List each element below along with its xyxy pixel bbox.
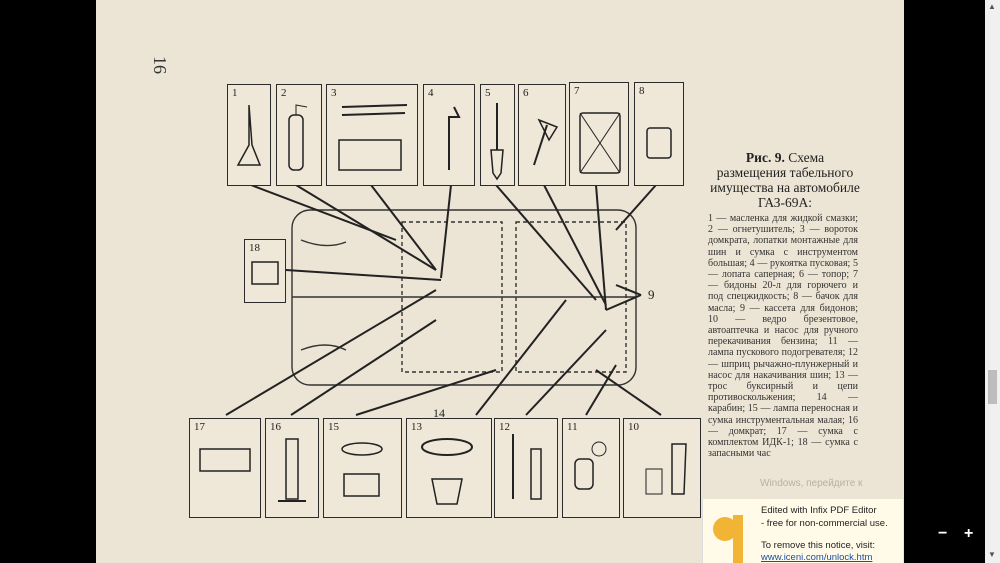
item-box-10: 10 <box>623 418 701 518</box>
oil-tank-icon <box>646 127 672 159</box>
box-number: 3 <box>331 87 337 99</box>
jack-icon <box>278 438 306 502</box>
box-number: 11 <box>567 421 578 433</box>
first-aid-kit-icon <box>199 448 251 472</box>
notice-title: Edited with Infix PDF Editor <box>761 505 877 516</box>
document-page: 16 <box>96 0 904 563</box>
figure-caption: Схема размещения табельного имущества на… <box>710 150 860 210</box>
item-box-1: 1 <box>227 84 271 186</box>
windows-activation-watermark: Windows, перейдите к <box>760 478 863 489</box>
box-number: 13 <box>411 421 422 433</box>
figure-title-block: Рис. 9. Схема размещения табельного имущ… <box>710 150 860 210</box>
notice-subtitle: - free for non-commercial use. <box>761 518 888 529</box>
jerrycan-icon <box>579 112 621 174</box>
box-number: 6 <box>523 87 529 99</box>
box-number: 8 <box>639 85 645 97</box>
box-number: 2 <box>281 87 287 99</box>
item-box-4: 4 <box>423 84 475 186</box>
box-number: 17 <box>194 421 205 433</box>
item-box-11: 11 <box>562 418 620 518</box>
shovel-icon <box>490 103 504 181</box>
figure-label: Рис. 9. <box>745 150 785 165</box>
box-number: 15 <box>328 421 339 433</box>
box-number: 4 <box>428 87 434 99</box>
item-box-16: 16 <box>265 418 319 518</box>
item-box-6: 6 <box>518 84 566 186</box>
tool-bag-icon <box>338 104 408 171</box>
bag-icon <box>251 261 279 285</box>
item-box-13: 13 <box>406 418 492 518</box>
blowtorch-icon <box>574 441 607 490</box>
infix-notice-banner: Edited with Infix PDF Editor - free for … <box>702 499 903 563</box>
fire-extinguisher-icon <box>288 104 308 171</box>
item-box-18: 18 <box>244 239 286 303</box>
item-box-2: 2 <box>276 84 322 186</box>
pump-icon <box>512 434 542 500</box>
box-number: 18 <box>249 242 260 254</box>
item-box-3: 3 <box>326 84 418 186</box>
box-number: 10 <box>628 421 639 433</box>
scrollbar-thumb[interactable] <box>988 370 997 404</box>
infix-logo-icon <box>713 515 743 563</box>
item-box-8: 8 <box>634 82 684 186</box>
vertical-scrollbar[interactable]: ▲ ▼ <box>985 0 1000 563</box>
zoom-in-button[interactable]: + <box>964 525 974 542</box>
box-number: 1 <box>232 87 238 99</box>
item-box-17: 17 <box>189 418 261 518</box>
item-box-7: 7 <box>569 82 629 186</box>
notice-remove-text: To remove this notice, visit: <box>761 540 876 551</box>
box-number: 5 <box>485 87 491 99</box>
oil-can-icon <box>236 104 262 166</box>
lamp-icon <box>341 442 383 497</box>
item-box-5: 5 <box>480 84 515 186</box>
notice-link[interactable]: www.iceni.com/unlock.htm <box>761 552 873 563</box>
item-box-15: 15 <box>323 418 402 518</box>
callout-9: 9 <box>648 287 655 302</box>
crank-handle-icon <box>448 106 461 170</box>
box-number: 12 <box>499 421 510 433</box>
bucket-icon <box>645 443 687 495</box>
zoom-out-button[interactable]: − <box>938 525 948 542</box>
scroll-up-icon[interactable]: ▲ <box>988 2 996 11</box>
box-number: 16 <box>270 421 281 433</box>
tow-rope-icon <box>421 438 473 505</box>
scroll-down-icon[interactable]: ▼ <box>988 550 996 559</box>
figure-legend: 1 — масленка для жидкой смазки; 2 — огне… <box>708 213 858 460</box>
axe-icon <box>533 118 559 166</box>
callout-14: 14 <box>433 406 445 420</box>
item-box-12: 12 <box>494 418 558 518</box>
vehicle-diagram <box>225 184 662 416</box>
box-number: 7 <box>574 85 580 97</box>
